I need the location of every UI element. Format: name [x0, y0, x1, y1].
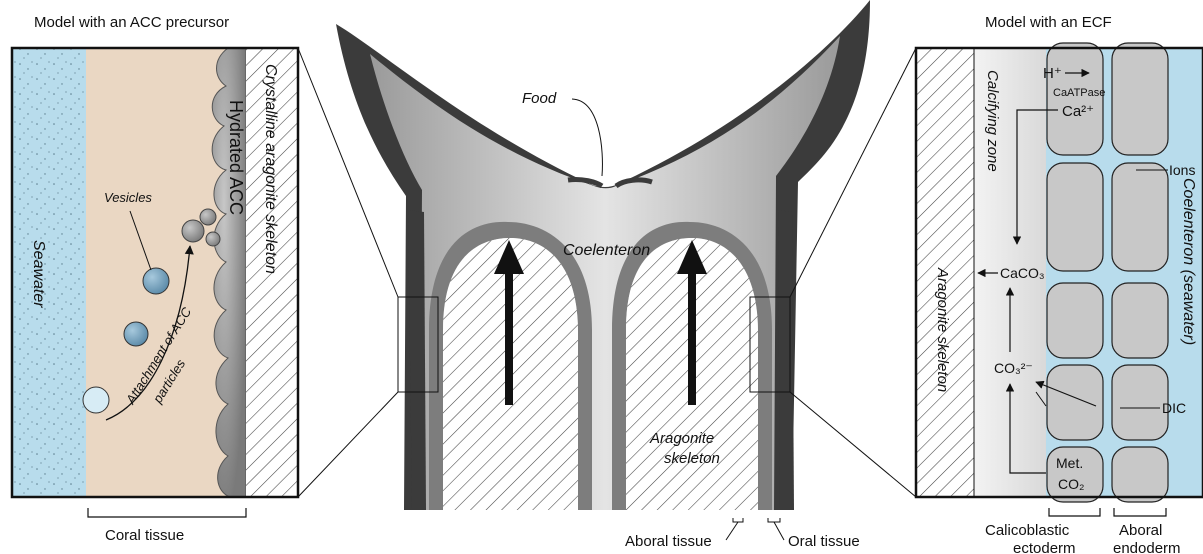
- oral-tissue-label: Oral tissue: [788, 533, 860, 550]
- aboral-tissue-label: Aboral tissue: [625, 533, 712, 550]
- calcifying-zone-label: Calcifying zone: [984, 70, 1001, 172]
- ca-ion-label: Ca²⁺: [1062, 103, 1094, 120]
- co2-label: CO₂: [1058, 476, 1084, 492]
- coral-tissue-bracket: [88, 508, 246, 517]
- oral-tissue-pointer: [774, 522, 784, 540]
- aragonite-label-line2: skeleton: [664, 450, 720, 467]
- calicoblastic-label-line1: Calicoblastic: [985, 522, 1070, 539]
- aboral-endoderm-bracket: [1114, 508, 1166, 516]
- coelenteron-seawater-label: Coelenteron (seawater): [1180, 178, 1197, 345]
- coelenteron-label: Coelenteron: [563, 242, 650, 259]
- oral-tissue-bracket: [768, 518, 780, 522]
- tentacle-lining: [778, 210, 794, 510]
- aboral-tissue-pointer: [726, 522, 738, 540]
- left-panel: Model with an ACC precursor Vesicles Att…: [12, 14, 298, 544]
- met-label: Met.: [1056, 455, 1083, 471]
- aragonite-label-line1: Aragonite: [649, 430, 714, 447]
- acc-particle: [200, 209, 216, 225]
- right-panel-title: Model with an ECF: [985, 14, 1112, 31]
- aragonite-skeleton-label: Aragonite skeleton: [934, 267, 951, 392]
- acc-particle: [206, 232, 220, 246]
- vesicle: [124, 322, 148, 346]
- acc-particle: [182, 220, 204, 242]
- co3-label: CO₃²⁻: [994, 360, 1033, 376]
- left-panel-title: Model with an ACC precursor: [34, 14, 229, 31]
- vesicle: [143, 268, 169, 294]
- food-pointer: [572, 99, 602, 176]
- seawater-region: [12, 48, 86, 497]
- right-panel: Model with an ECF H⁺ CaATPase Ca²⁺: [916, 14, 1203, 554]
- ions-label: Ions: [1169, 162, 1195, 178]
- seawater-label: Seawater: [30, 240, 47, 308]
- caatpase-label: CaATPase: [1053, 87, 1105, 99]
- h-ion-label: H⁺: [1043, 65, 1062, 82]
- aboral-label-line2: endoderm: [1113, 540, 1181, 554]
- calicoblastic-label-line2: ectoderm: [1013, 540, 1076, 554]
- crystalline-skeleton-label: Crystalline aragonite skeleton: [262, 64, 279, 274]
- hydrated-acc-label: Hydrated ACC: [226, 100, 246, 215]
- vesicle: [83, 387, 109, 413]
- caco3-label: CaCO₃: [1000, 265, 1045, 281]
- dic-label: DIC: [1162, 400, 1186, 416]
- calicoblastic-bracket: [1049, 508, 1100, 516]
- aboral-tissue-bracket: [733, 518, 743, 522]
- food-label: Food: [522, 90, 557, 107]
- coral-tissue-label: Coral tissue: [105, 527, 184, 544]
- vesicles-label: Vesicles: [104, 190, 152, 205]
- polyp-cross-section: Food Coelenteron Aragonite skeleton Abor…: [336, 0, 870, 550]
- aboral-label-line1: Aboral: [1119, 522, 1162, 539]
